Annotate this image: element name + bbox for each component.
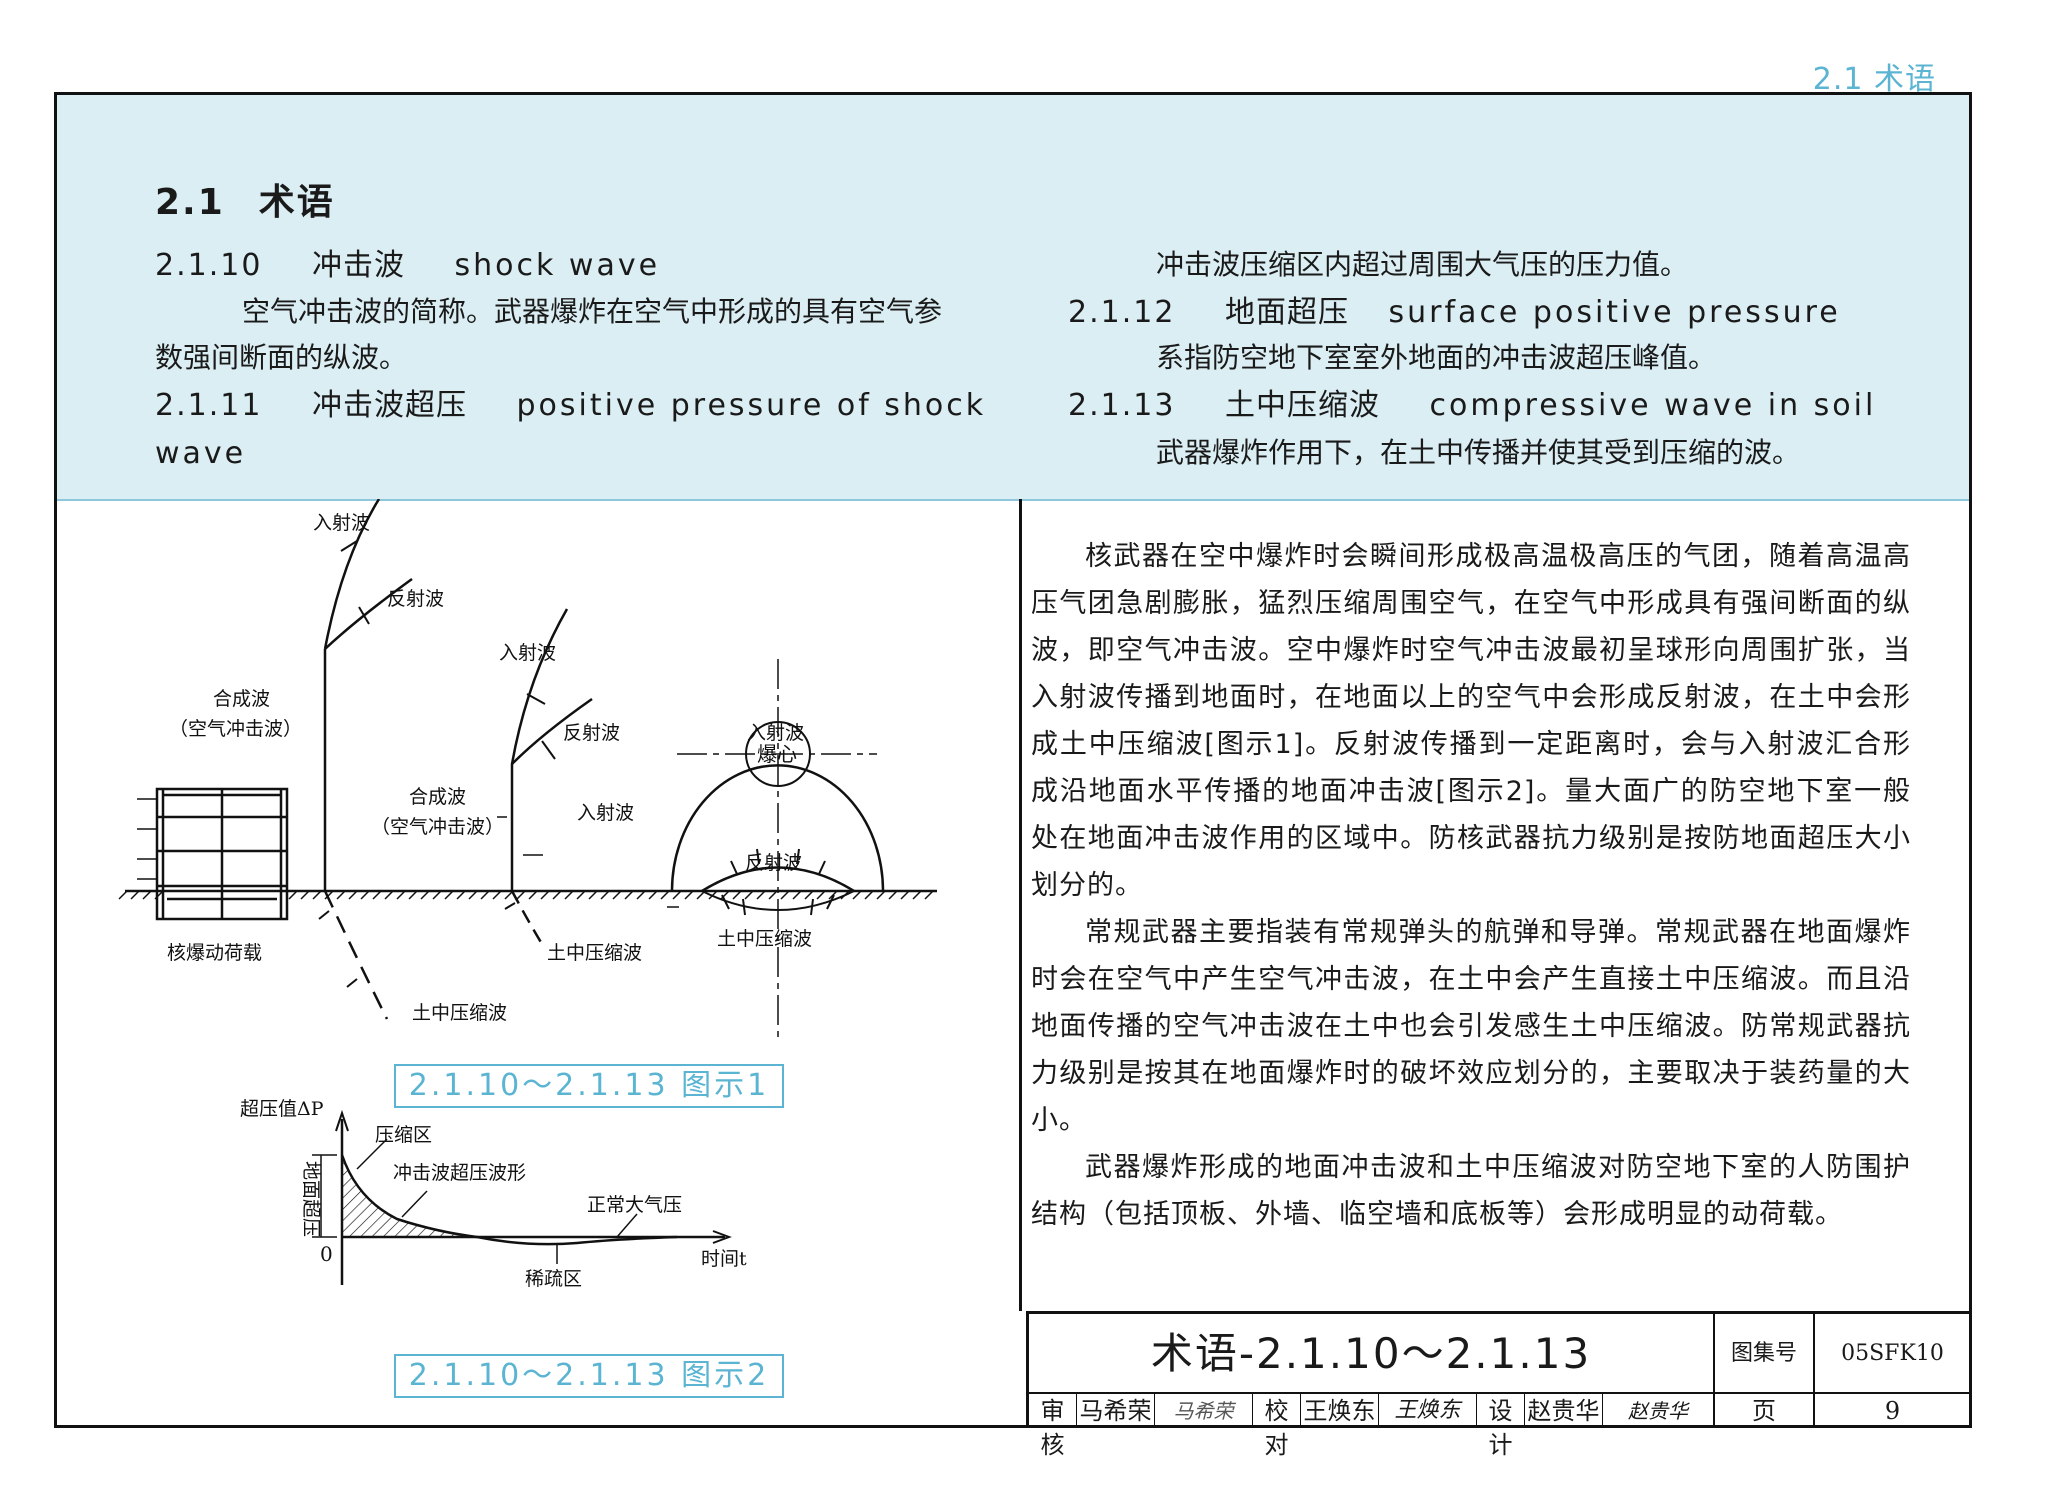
term-en: compressive wave in soil: [1429, 388, 1877, 423]
section-number: 2.1: [155, 182, 225, 223]
signature-row: 审核 马希荣 马希荣 校对 王焕东 王焕东 设计 赵贵华 赵贵华: [1029, 1394, 1715, 1459]
explanation-paragraph-3: 武器爆炸形成的地面冲击波和土中压缩波对防空地下室的人防围护结构（包括顶板、外墙、…: [1031, 1152, 1911, 1230]
figure1-caption: 2.1.10～2.1.13 图示1: [394, 1064, 784, 1108]
section-title: 2.1 术语: [155, 173, 335, 225]
fig2-label-ambient: 正常大气压: [587, 1194, 682, 1216]
term-en-continued: wave: [155, 436, 247, 471]
figure2-caption: 2.1.10～2.1.13 图示2: [394, 1354, 784, 1398]
corner-section-title: 2.1 术语: [1812, 62, 1936, 97]
explanation-text: 核武器在空中爆炸时会瞬间形成极高温极高压的气团，随着高温高压气团急剧膨胀，猛烈压…: [1031, 533, 1911, 1238]
atlas-label: 图集号: [1715, 1314, 1815, 1394]
fig1-label-incident3: 入射波: [747, 722, 804, 744]
term-2-1-11-def: 冲击波压缩区内超过周围大气压的压力值。: [1156, 248, 1689, 281]
fig2-origin: 0: [320, 1242, 333, 1266]
fig1-label-reflected1: 反射波: [387, 588, 444, 610]
drawing-frame: 2.1 术语 2.1.10 冲击波 shock wave 空气冲击波的简称。武器爆…: [54, 92, 1972, 1459]
designer-name: 赵贵华: [1525, 1394, 1603, 1428]
term-2-1-12-heading: 2.1.12 地面超压 surface positive pressure: [1068, 298, 1841, 328]
term-en: surface positive pressure: [1388, 295, 1841, 330]
figure1-diagram: 入射波 反射波 合成波 （空气冲击波） 核爆动荷载 土中压缩波 入射波 反射波 …: [118, 499, 937, 1039]
fig2-y-axis-label: 超压值ΔP: [240, 1098, 324, 1120]
fig2-label-waveform: 冲击波超压波形: [393, 1162, 526, 1184]
explanation-paragraph-1: 核武器在空中爆炸时会瞬间形成极高温极高压的气团，随着高温高压气团急剧膨胀，猛烈压…: [1031, 541, 1911, 901]
review-label: 审核: [1029, 1394, 1077, 1459]
fig1-label-combined2: 合成波: [409, 786, 466, 808]
term-number: 2.1.12: [1068, 295, 1176, 330]
checker-name: 王焕东: [1301, 1394, 1379, 1428]
fig2-label-rarefaction: 稀疏区: [525, 1268, 582, 1290]
explanation-paragraph-2: 常规武器主要指装有常规弹头的航弹和导弹。常规武器在地面爆炸时会在空气中产生空气冲…: [1031, 917, 1911, 1136]
term-zh: 冲击波: [311, 248, 405, 283]
wave1-soil: [323, 890, 389, 1020]
page-number: 9: [1815, 1394, 1972, 1428]
fig2-label-surface-overpressure: 地面超压: [300, 1161, 322, 1237]
term-2-1-10-def-1: 空气冲击波的简称。武器爆炸在空气中形成的具有空气参: [242, 295, 943, 328]
fig1-label-nuclear-load: 核爆动荷载: [167, 942, 262, 964]
diagrams-svg: 入射波 反射波 合成波 （空气冲击波） 核爆动荷载 土中压缩波 入射波 反射波 …: [118, 499, 937, 1290]
wave3-ticks: [721, 848, 835, 916]
wave2-incident: [510, 608, 569, 891]
wave2-soil: [510, 890, 544, 945]
term-zh: 地面超压: [1224, 295, 1349, 330]
term-zh: 土中压缩波: [1224, 388, 1380, 423]
building-load-arrows: [137, 798, 157, 880]
fig1-label-burst-center: 爆心: [757, 742, 797, 766]
term-number: 2.1.13: [1068, 388, 1176, 423]
ground-hatching: [118, 890, 934, 900]
definitions-band: 2.1 术语 2.1.10 冲击波 shock wave 空气冲击波的简称。武器爆…: [57, 95, 1969, 501]
fig2-label-compression: 压缩区: [375, 1124, 432, 1146]
wave3-soil: [701, 890, 855, 911]
designer-signature: 赵贵华: [1628, 1399, 1688, 1423]
fig2-waveform: [340, 1154, 678, 1246]
fig2-x-axis-label: 时间t: [701, 1248, 747, 1270]
fig1-label-incident1: 入射波: [313, 512, 370, 534]
reviewer-signature: 马希荣: [1155, 1394, 1253, 1428]
page-label: 页: [1715, 1394, 1815, 1428]
term-en: shock wave: [454, 248, 661, 283]
term-2-1-12-def: 系指防空地下室室外地面的冲击波超压峰值。: [1156, 341, 1717, 374]
reviewer-name: 马希荣: [1077, 1394, 1155, 1428]
checker-signature: 王焕东: [1379, 1394, 1477, 1428]
wave1-incident: [323, 499, 381, 891]
section-heading: 术语: [258, 182, 335, 223]
wave3-reflected: [701, 866, 855, 893]
fig1-label-combined1: 合成波: [213, 688, 270, 710]
term-2-1-13-def: 武器爆炸作用下，在土中传播并使其受到压缩的波。: [1156, 436, 1801, 469]
term-2-1-10-def-2: 数强间断面的纵波。: [155, 341, 408, 374]
fig1-label-incident2: 入射波: [499, 642, 556, 664]
term-number: 2.1.10: [155, 248, 263, 283]
term-number: 2.1.11: [155, 388, 263, 423]
fig1-label-soil-wave1: 土中压缩波: [412, 1002, 507, 1024]
check-label: 校对: [1253, 1394, 1301, 1459]
term-2-1-11-en-cont: wave: [155, 439, 246, 469]
term-2-1-10-heading: 2.1.10 冲击波 shock wave: [155, 251, 660, 281]
building: [155, 787, 289, 921]
fig2-compression-area: [342, 1155, 477, 1237]
term-2-1-11-heading: 2.1.11 冲击波超压 positive pressure of shock: [155, 391, 986, 421]
wave1-reflected: [324, 577, 413, 650]
term-2-1-13-heading: 2.1.13 土中压缩波 compressive wave in soil: [1068, 391, 1876, 421]
fig1-label-reflected3: 反射波: [745, 852, 802, 874]
fig1-label-reflected2: 反射波: [563, 722, 620, 744]
column-divider: [1019, 499, 1022, 1311]
wave2-reflected: [511, 697, 593, 765]
figure2-diagram: 超压值ΔP 压缩区 冲击波超压波形 正常大气压 0 稀疏区 时间t 地面超压: [240, 1098, 747, 1290]
term-en: positive pressure of shock: [516, 388, 987, 423]
design-label: 设计: [1477, 1394, 1525, 1459]
title-block: 术语-2.1.10～2.1.13 图集号 05SFK10 审核 马希荣 马希荣 …: [1026, 1311, 1972, 1459]
fig1-label-combined2-sub: （空气冲击波）: [371, 816, 504, 838]
title-block-title: 术语-2.1.10～2.1.13: [1029, 1314, 1715, 1394]
fig1-label-soil-wave3: 土中压缩波: [717, 928, 812, 950]
fig1-label-incident4: 入射波: [577, 802, 634, 824]
atlas-number: 05SFK10: [1815, 1314, 1972, 1394]
term-zh: 冲击波超压: [311, 388, 467, 423]
fig1-label-combined1-sub: （空气冲击波）: [169, 718, 302, 740]
fig1-label-soil-wave2: 土中压缩波: [547, 942, 642, 964]
